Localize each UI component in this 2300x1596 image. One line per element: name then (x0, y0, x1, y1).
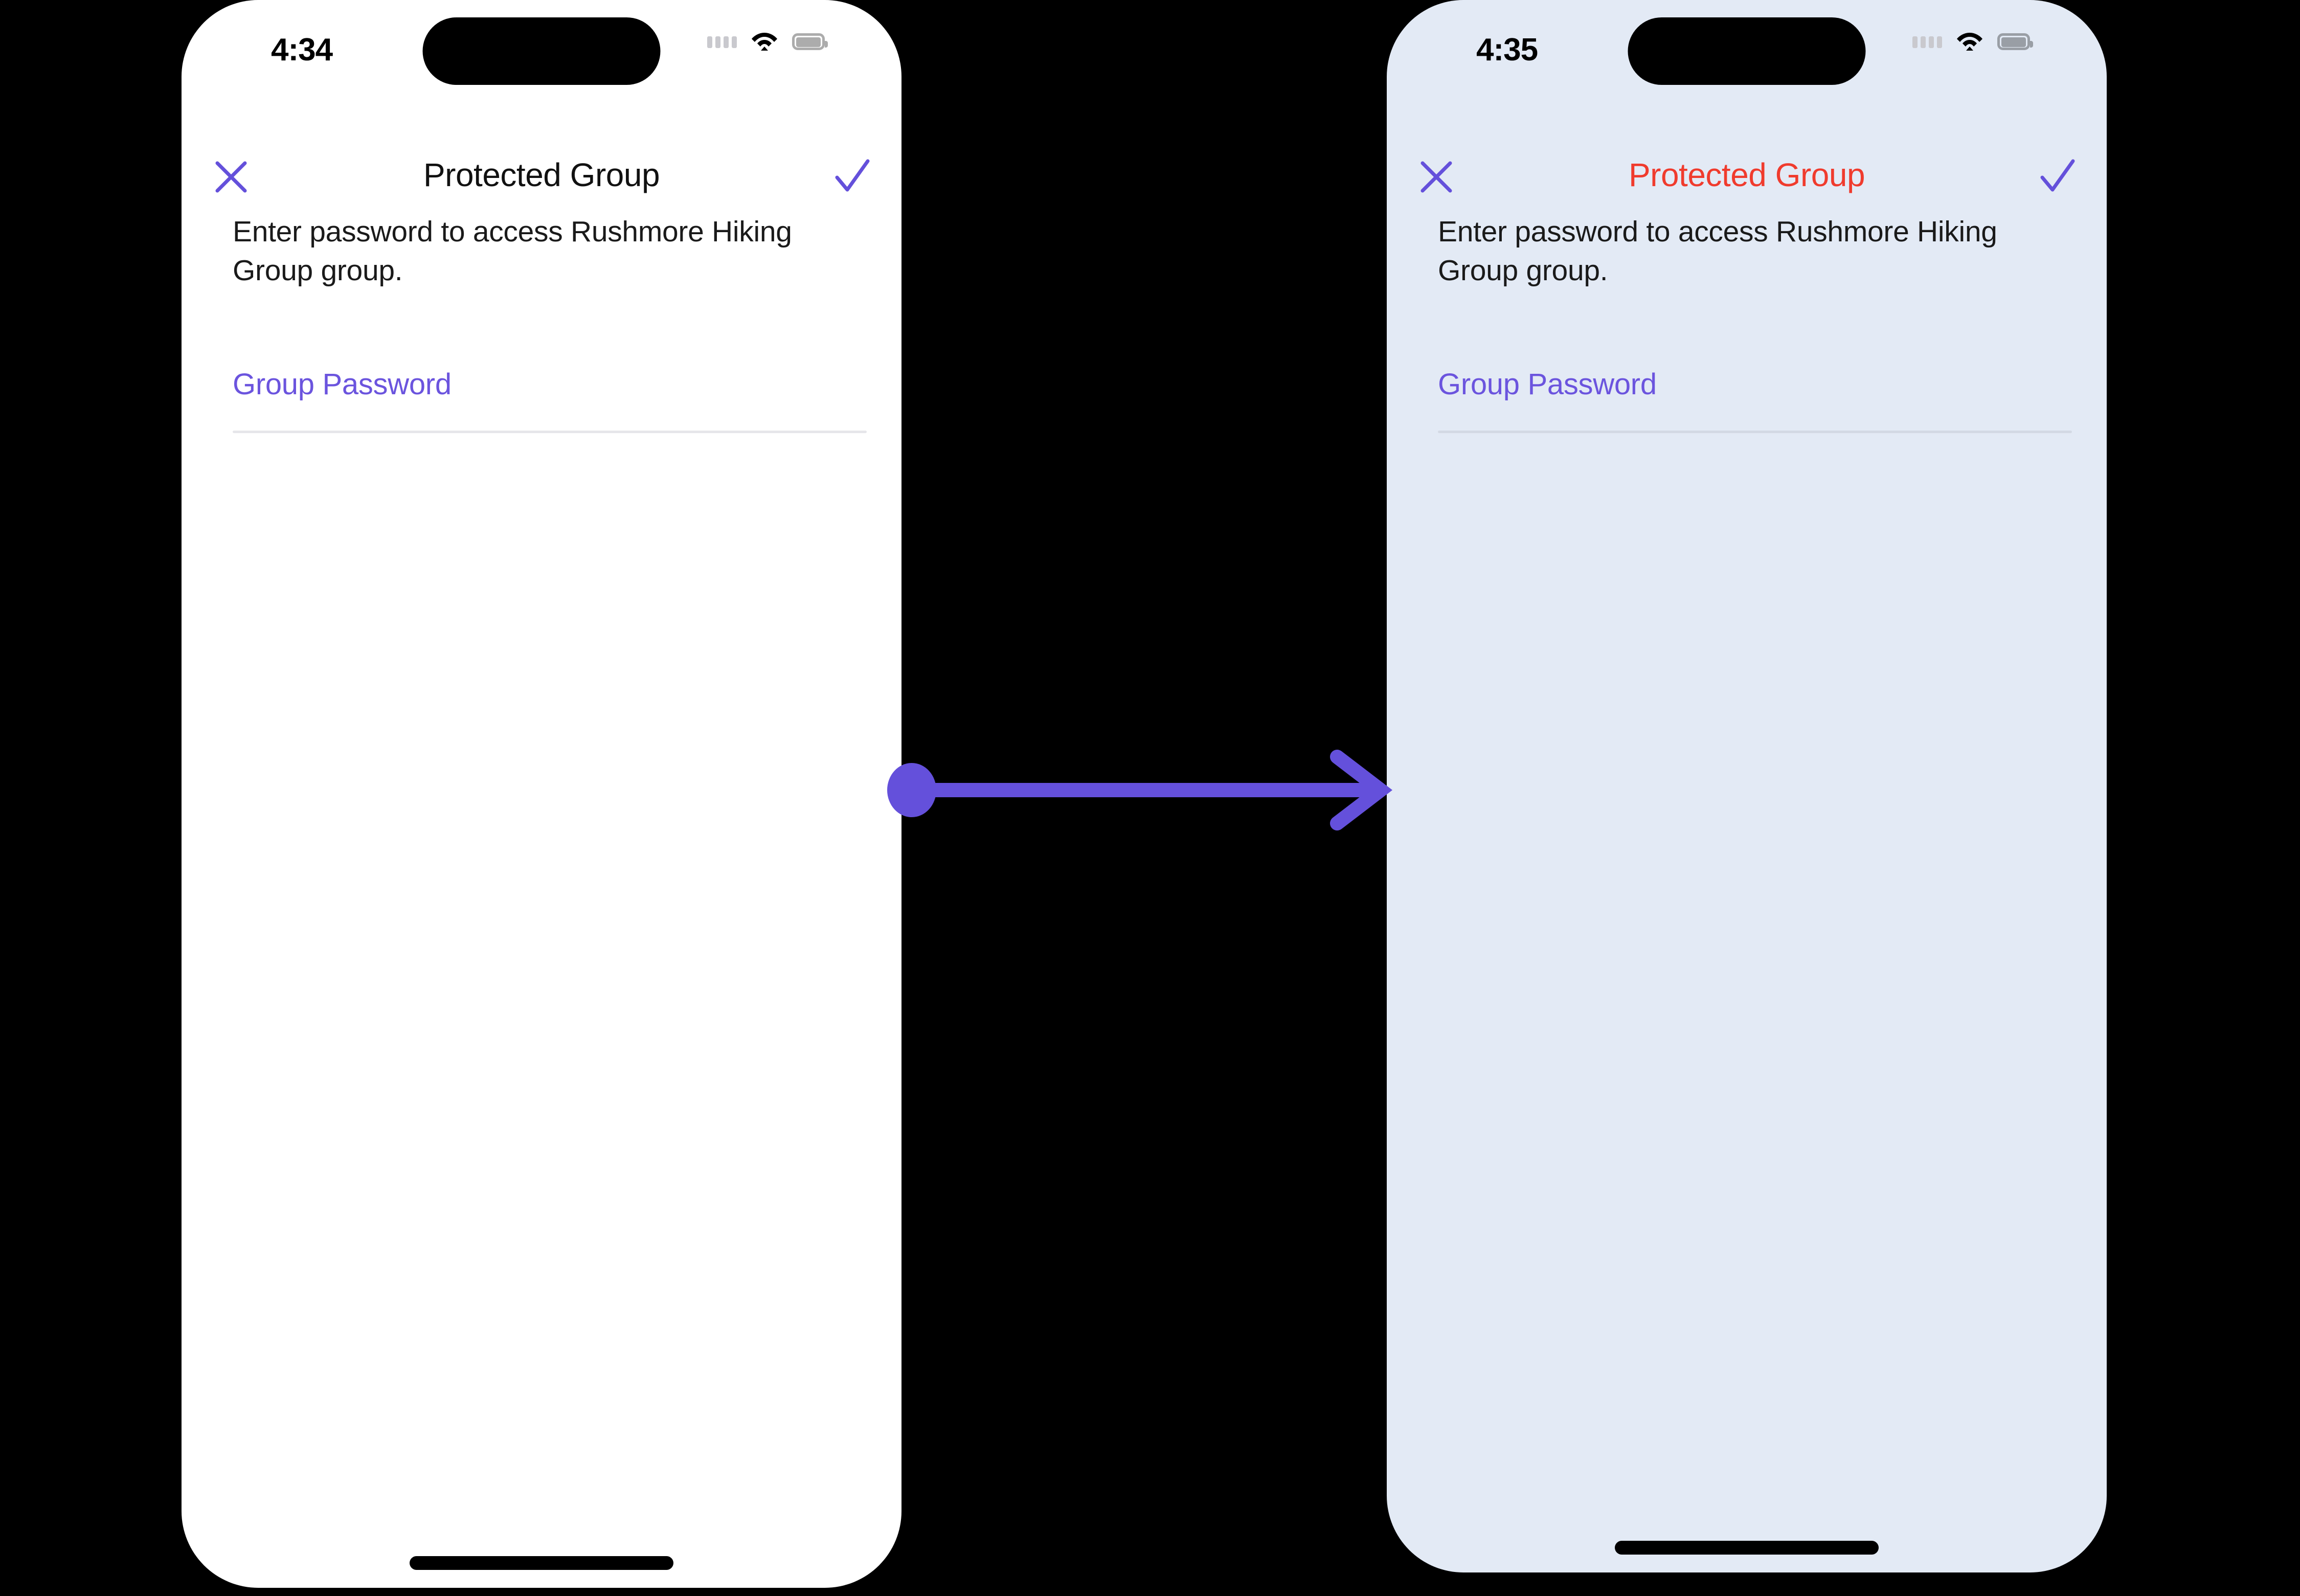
phone-screen-after: 4:35 Protected Group En (1387, 0, 2107, 1572)
password-field-group[interactable]: Group Password (233, 367, 867, 433)
wifi-icon (750, 31, 779, 52)
battery-icon (1997, 33, 2033, 50)
confirm-button[interactable] (829, 154, 875, 200)
password-field-group[interactable]: Group Password (1438, 367, 2072, 433)
cellular-dots-icon (707, 33, 737, 50)
phone-screen-before: 4:34 Protected Group En (182, 0, 901, 1588)
arrow-right-icon (887, 750, 1393, 830)
close-button[interactable] (208, 154, 254, 200)
home-indicator (1615, 1541, 1879, 1555)
status-bar: 4:34 (182, 0, 901, 107)
instructions-text: Enter password to access Rushmore Hiking… (1438, 215, 1997, 287)
cellular-dots-icon (1912, 33, 1942, 50)
status-time: 4:34 (271, 32, 333, 68)
password-field-underline (233, 431, 867, 433)
status-bar: 4:35 (1387, 0, 2107, 107)
confirm-button[interactable] (2034, 154, 2080, 200)
page-title: Protected Group (423, 156, 660, 193)
instructions-text: Enter password to access Rushmore Hiking… (233, 215, 792, 287)
password-field-underline (1438, 431, 2072, 433)
transition-arrow (887, 747, 1404, 834)
close-icon (215, 161, 247, 193)
close-button[interactable] (1413, 154, 1459, 200)
status-indicators (707, 31, 828, 52)
battery-icon (792, 33, 828, 50)
wifi-icon (1955, 31, 1984, 52)
dynamic-island (1628, 17, 1866, 85)
navigation-bar: Protected Group (1387, 130, 2107, 193)
password-field-label: Group Password (1438, 368, 1657, 401)
status-time: 4:35 (1476, 32, 1538, 68)
navigation-bar: Protected Group (182, 130, 901, 193)
page-title: Protected Group (1628, 156, 1865, 193)
home-indicator (410, 1556, 673, 1570)
password-field-label: Group Password (233, 368, 452, 401)
dynamic-island (422, 17, 661, 85)
close-icon (1420, 161, 1452, 193)
status-indicators (1912, 31, 2033, 52)
checkmark-icon (2040, 159, 2075, 192)
checkmark-icon (835, 159, 870, 192)
